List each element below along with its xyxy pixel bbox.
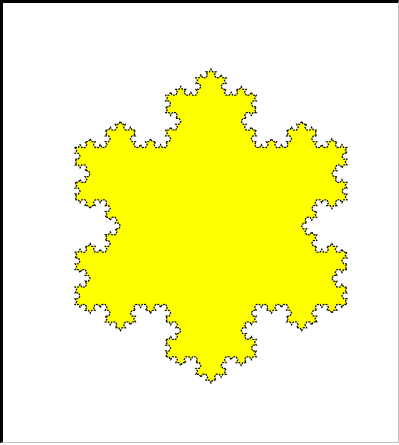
drawing-canvas [6, 6, 399, 445]
koch-snowflake-shape [75, 69, 347, 383]
